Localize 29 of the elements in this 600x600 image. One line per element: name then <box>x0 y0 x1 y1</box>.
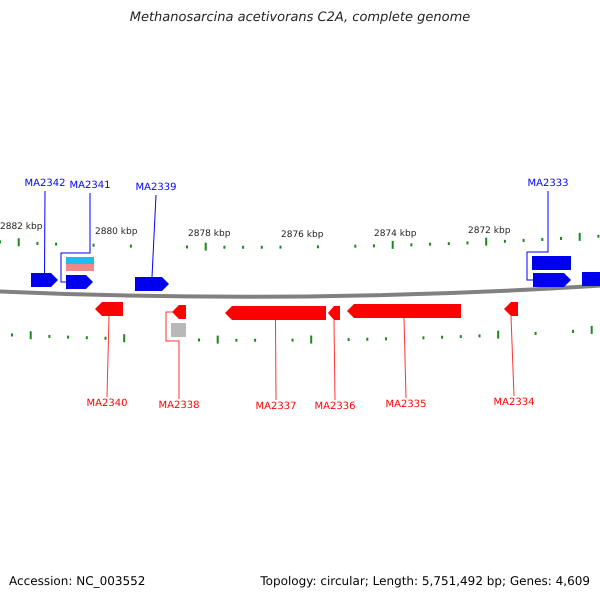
leader-line <box>275 320 276 400</box>
scale-label: 2876 kbp <box>281 230 324 240</box>
scale-label: 2882 kbp <box>0 222 42 232</box>
scale-label: 2874 kbp <box>374 229 416 239</box>
gene-label: MA2334 <box>491 396 537 410</box>
gene-label: MA2342 <box>22 177 68 191</box>
gene-label: MA2341 <box>67 179 113 193</box>
leader-line <box>44 190 46 274</box>
scale-label: 2872 kbp <box>468 226 510 236</box>
leader-line <box>152 194 156 278</box>
leader-line <box>526 190 548 280</box>
leader-line <box>166 312 180 400</box>
gene-label: MA2340 <box>84 397 130 411</box>
gene-label: MA2336 <box>312 400 358 414</box>
gene-label: MA2335 <box>383 398 429 412</box>
leader-line <box>510 316 514 396</box>
leader-line <box>404 318 406 398</box>
gene-label: MA2333 <box>525 177 571 191</box>
diagram-title: Methanosarcina acetivorans C2A, complete genome <box>128 10 472 25</box>
leader-line <box>60 192 90 282</box>
genome-summary: Topology: circular; Length: 5,751,492 bp; Genes: 4,609 <box>260 574 590 588</box>
gene-label: MA2339 <box>133 181 179 195</box>
gene-label: MA2338 <box>156 399 202 413</box>
scale-label: 2880 kbp <box>95 227 138 237</box>
scale-label: 2878 kbp <box>188 229 230 239</box>
leader-line <box>334 320 336 400</box>
accession-note: Accession: NC_003552 <box>9 574 146 588</box>
leader-line <box>106 316 110 398</box>
gene-label: MA2337 <box>253 400 299 414</box>
